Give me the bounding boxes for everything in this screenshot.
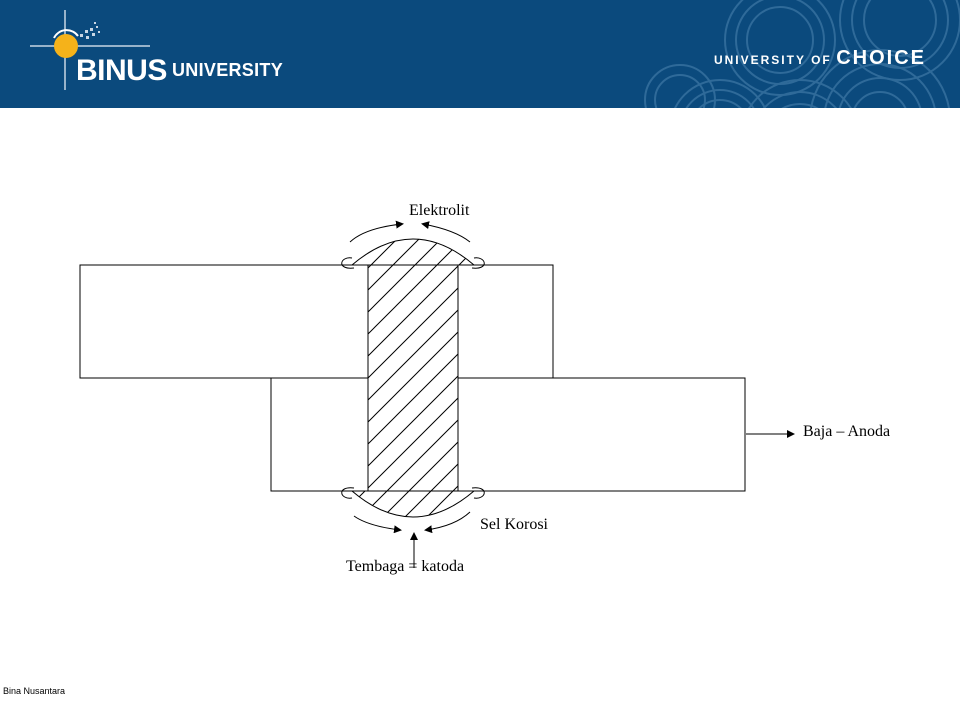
copper-rivet-top-head — [350, 238, 476, 266]
brand-name: BINUS — [76, 54, 167, 87]
label-corrosion-cell: Sel Korosi — [480, 516, 549, 533]
binus-logo-mark — [30, 10, 150, 90]
label-copper-cathode: Tembaga = katoda — [346, 558, 464, 575]
label-electrolyte: Elektrolit — [409, 202, 470, 219]
arrow-bottom-left-curve — [353, 515, 402, 534]
corrosion-loop-top-left — [341, 257, 355, 269]
tagline: UNIVERSITY OF CHOICE — [714, 47, 926, 70]
arrow-top-left-curve — [349, 220, 404, 243]
wave-pattern-decoration — [644, 0, 960, 108]
corrosion-loop-top-right — [471, 257, 485, 269]
corrosion-diagram: Elektrolit Baja – Anoda Sel Korosi Temba… — [79, 202, 890, 575]
tagline-prefix: UNIVERSITY OF — [713, 53, 832, 67]
copper-rivet-bottom-head — [350, 490, 476, 518]
tagline-emphasis: CHOICE — [836, 47, 926, 69]
arrow-bottom-right-curve — [424, 511, 471, 534]
label-steel-anode: Baja – Anoda — [803, 423, 890, 440]
lower-plate — [270, 377, 746, 492]
header-banner: BINUS UNIVERSITY UNIVERSITY OF CHOICE — [0, 0, 960, 108]
corrosion-loop-bottom-right — [471, 487, 485, 499]
corrosion-loop-bottom-left — [341, 487, 355, 499]
upper-plate — [79, 264, 554, 379]
footer-text: Bina Nusantara — [3, 686, 66, 696]
copper-rivet-shaft — [367, 264, 459, 492]
brand-suffix: UNIVERSITY — [172, 60, 284, 80]
arrow-top-right-curve — [421, 221, 471, 243]
